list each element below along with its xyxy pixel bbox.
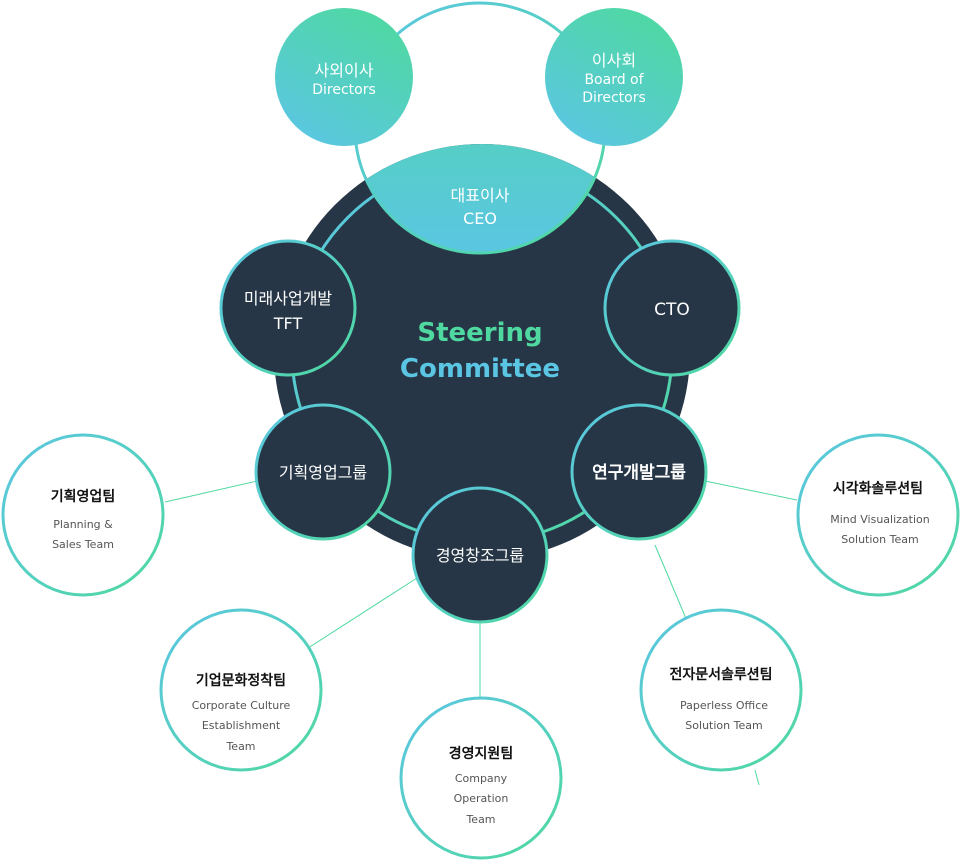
center-title-line2: Committee <box>400 354 560 384</box>
svg-text:TFT: TFT <box>273 314 303 333</box>
svg-text:Planning &: Planning & <box>53 518 113 531</box>
svg-text:Solution Team: Solution Team <box>685 719 762 732</box>
svg-text:연구개발그룹: 연구개발그룹 <box>592 463 686 483</box>
ceo-en: CEO <box>463 209 497 228</box>
svg-text:Company: Company <box>455 772 508 785</box>
paperless-office-team: 전자문서솔루션팀 Paperless Office Solution Team <box>639 608 803 772</box>
cto-node: CTO <box>603 239 741 377</box>
planning-group-node: 기획영업그룹 <box>254 403 392 541</box>
svg-text:기획영업팀: 기획영업팀 <box>51 488 115 505</box>
svg-text:시각화솔루션팀: 시각화솔루션팀 <box>833 480 923 497</box>
board-of-directors-node: 이사회 Board of Directors <box>545 8 683 146</box>
svg-text:Paperless Office: Paperless Office <box>680 699 768 712</box>
svg-text:이사회: 이사회 <box>592 51 636 70</box>
corporate-culture-team: 기업문화정착팀 Corporate Culture Establishment … <box>159 608 323 772</box>
svg-text:Corporate Culture: Corporate Culture <box>192 699 291 712</box>
svg-text:Solution Team: Solution Team <box>841 533 918 546</box>
ceo-area <box>355 144 605 253</box>
svg-text:Team: Team <box>225 740 255 753</box>
company-operation-team: 경영지원팀 Company Operation Team <box>399 696 563 860</box>
connector-lines <box>164 480 798 786</box>
svg-text:전자문서솔루션팀: 전자문서솔루션팀 <box>669 666 772 683</box>
svg-text:Mind Visualization: Mind Visualization <box>830 513 930 526</box>
mind-visualization-team: 시각화솔루션팀 Mind Visualization Solution Team <box>796 433 960 597</box>
svg-text:Operation: Operation <box>454 792 509 805</box>
svg-text:CTO: CTO <box>654 300 690 320</box>
svg-text:경영지원팀: 경영지원팀 <box>449 745 513 762</box>
svg-text:미래사업개발: 미래사업개발 <box>244 289 333 308</box>
ceo-ko: 대표이사 <box>451 186 510 205</box>
rnd-group-node: 연구개발그룹 <box>570 403 708 541</box>
outside-directors-node: 사외이사 Directors <box>275 8 413 146</box>
svg-text:Team: Team <box>465 813 495 826</box>
svg-text:Directors: Directors <box>582 90 646 106</box>
svg-text:기획영업그룹: 기획영업그룹 <box>279 463 367 482</box>
svg-text:Board of: Board of <box>584 72 644 88</box>
svg-text:경영창조그룹: 경영창조그룹 <box>436 546 524 565</box>
svg-text:Directors: Directors <box>312 82 376 98</box>
svg-text:사외이사: 사외이사 <box>315 61 374 80</box>
tft-node: 미래사업개발 TFT <box>219 239 357 377</box>
svg-text:기업문화정착팀: 기업문화정착팀 <box>196 672 286 689</box>
svg-text:Sales Team: Sales Team <box>52 538 114 551</box>
svg-text:Establishment: Establishment <box>202 719 281 732</box>
center-title-line1: Steering <box>417 318 542 348</box>
planning-sales-team: 기획영업팀 Planning & Sales Team <box>1 433 165 597</box>
management-group-node: 경영창조그룹 <box>411 486 549 624</box>
